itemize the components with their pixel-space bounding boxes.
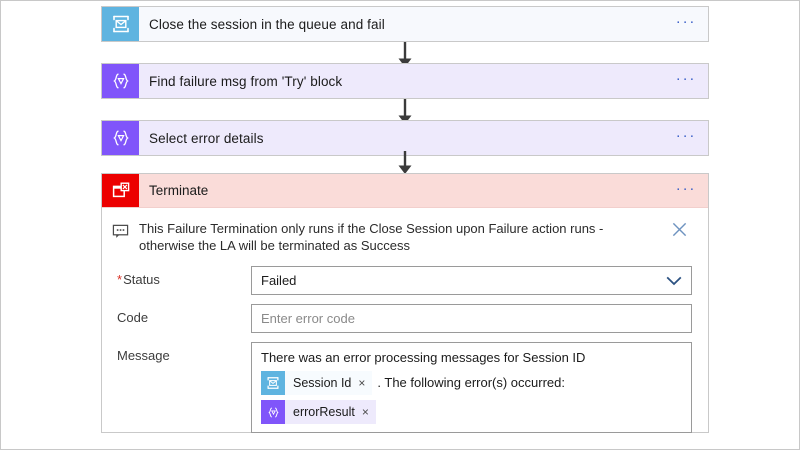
step-title: Close the session in the queue and fail <box>149 16 385 32</box>
code-label: Code <box>117 310 149 325</box>
token-chip-error-result[interactable]: errorResult × <box>261 400 376 424</box>
status-select[interactable]: Failed <box>251 266 692 295</box>
message-line-2: Session Id × . The following error(s) oc… <box>261 371 682 395</box>
status-label: *Status <box>117 272 160 287</box>
comment-text: This Failure Termination only runs if th… <box>139 221 604 253</box>
compose-expression-icon <box>102 64 139 98</box>
token-chip-session-id[interactable]: Session Id × <box>261 371 373 395</box>
required-asterisk: * <box>117 272 123 287</box>
compose-expression-icon <box>102 121 139 155</box>
message-line-1: There was an error processing messages f… <box>261 350 586 365</box>
field-row-status: *Status Failed <box>102 266 708 295</box>
step-title: Select error details <box>149 130 264 146</box>
token-remove-icon[interactable]: × <box>358 371 373 395</box>
step-overflow-menu[interactable]: ··· <box>675 13 697 30</box>
flow-arrow-2 <box>390 99 420 127</box>
step-card-close-session[interactable]: Close the session in the queue and fail … <box>101 6 709 42</box>
chevron-down-icon[interactable] <box>666 276 682 286</box>
step-card-select-error-details[interactable]: Select error details ··· <box>101 120 709 156</box>
token-remove-icon[interactable]: × <box>361 400 376 424</box>
token-label: errorResult <box>285 400 362 424</box>
service-bus-session-icon <box>102 7 139 41</box>
action-comment: This Failure Termination only runs if th… <box>102 208 708 262</box>
terminate-action-card[interactable]: Terminate ··· This Failure Termination o… <box>101 173 709 433</box>
token-label: Session Id <box>285 371 359 395</box>
flow-arrow-1 <box>390 42 420 70</box>
flow-arrow-3 <box>390 151 420 179</box>
message-after-token-1: . The following error(s) occurred: <box>377 375 565 390</box>
code-input[interactable]: Enter error code <box>251 304 692 333</box>
comment-bubble-icon <box>102 220 139 240</box>
step-overflow-menu[interactable]: ··· <box>675 70 697 87</box>
message-label: Message <box>117 348 170 363</box>
service-bus-session-icon <box>261 371 285 395</box>
compose-expression-icon <box>261 400 285 424</box>
terminate-card-header[interactable]: Terminate ··· <box>102 174 708 208</box>
terminate-overflow-menu[interactable]: ··· <box>675 179 697 197</box>
terminate-icon <box>102 174 139 207</box>
message-input[interactable]: There was an error processing messages f… <box>251 342 692 433</box>
message-line-3: errorResult × <box>261 400 682 424</box>
status-value: Failed <box>261 273 297 288</box>
terminate-title: Terminate <box>149 183 209 198</box>
field-row-message: Message There was an error processing me… <box>102 342 708 433</box>
step-card-find-failure-msg[interactable]: Find failure msg from 'Try' block ··· <box>101 63 709 99</box>
step-title: Find failure msg from 'Try' block <box>149 73 343 89</box>
field-row-code: Code Enter error code <box>102 304 708 333</box>
close-icon[interactable] <box>659 220 699 238</box>
step-overflow-menu[interactable]: ··· <box>675 127 697 144</box>
